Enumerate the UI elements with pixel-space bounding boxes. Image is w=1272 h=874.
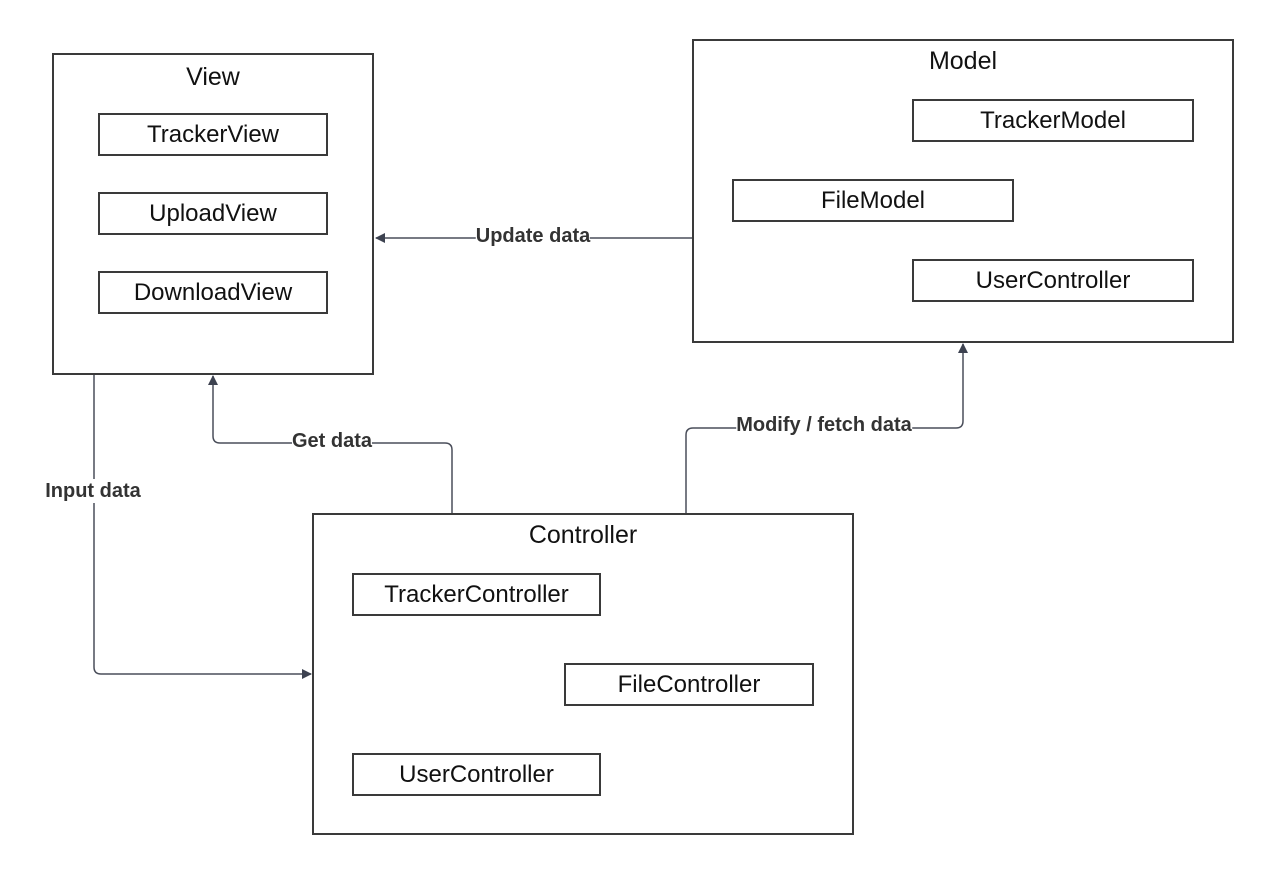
upload-view-box: UploadView [98, 192, 328, 235]
model-user-controller-box: UserController [912, 259, 1194, 302]
get-data-label: Get data [291, 429, 373, 453]
tracker-controller-box: TrackerController [352, 573, 601, 616]
input-data-label: Input data [45, 479, 141, 503]
tracker-view-box: TrackerView [98, 113, 328, 156]
tracker-model-box: TrackerModel [912, 99, 1194, 142]
input-data-connector [93, 374, 312, 679]
controller-title: Controller [528, 521, 638, 549]
update-data-label: Update data [475, 224, 591, 248]
view-title: View [186, 63, 240, 91]
controller-user-controller-box: UserController [352, 753, 601, 796]
modify-fetch-data-label: Modify / fetch data [736, 413, 912, 437]
file-controller-box: FileController [564, 663, 814, 706]
file-model-box: FileModel [732, 179, 1014, 222]
model-title: Model [928, 47, 998, 75]
download-view-box: DownloadView [98, 271, 328, 314]
